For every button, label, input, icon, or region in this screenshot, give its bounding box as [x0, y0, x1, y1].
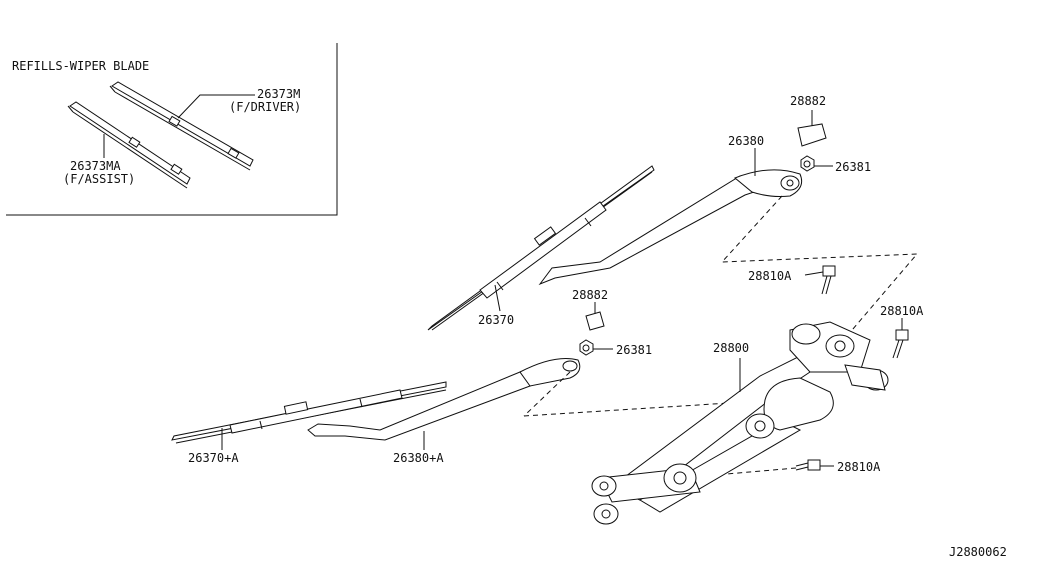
wiper-blade-26370A — [171, 381, 447, 444]
refill-driver — [109, 81, 254, 171]
cap-28882-top — [797, 123, 827, 147]
label-28810A-1: 28810A — [748, 269, 792, 283]
dash-pivot-assist-b — [523, 401, 746, 417]
label-26373MA: 26373MA — [70, 159, 121, 173]
label-28882-top: 28882 — [790, 94, 826, 108]
wiper-motor-linkage-28800 — [591, 321, 889, 525]
leader-26370 — [494, 284, 501, 312]
label-26370A: 26370+A — [188, 451, 239, 465]
nut-26381-top — [800, 155, 815, 172]
leader-26373M — [177, 94, 255, 119]
inset-title: REFILLS-WIPER BLADE — [12, 59, 149, 73]
label-28800: 28800 — [713, 341, 749, 355]
inset-frame — [6, 43, 338, 216]
bolt-28810A-1 — [821, 265, 836, 295]
wiper-arm-26380 — [538, 169, 803, 286]
label-f-assist: (F/ASSIST) — [63, 172, 135, 186]
label-26373M: 26373M — [257, 87, 300, 101]
label-28882-mid: 28882 — [572, 288, 608, 302]
dash-bolt-3 — [679, 467, 797, 479]
label-26380A: 26380+A — [393, 451, 444, 465]
cap-28882-mid — [585, 311, 605, 331]
leader-28810A-1 — [804, 271, 824, 276]
label-26380: 26380 — [728, 134, 764, 148]
label-f-driver: (F/DRIVER) — [229, 100, 301, 114]
refill-assist — [67, 101, 191, 189]
refills-inset: REFILLS-WIPER BLADE 26373M (F/DRIVER) 26… — [6, 43, 338, 216]
label-28810A-3: 28810A — [837, 460, 881, 474]
bolt-28810A-2 — [892, 329, 909, 359]
nut-26381-mid — [579, 339, 594, 356]
label-26370: 26370 — [478, 313, 514, 327]
diagram-id: J2880062 — [949, 545, 1007, 559]
wiper-blade-26370 — [427, 165, 655, 331]
bolt-28810A-3 — [795, 459, 821, 471]
label-26381-top: 26381 — [835, 160, 871, 174]
label-26381-mid: 26381 — [616, 343, 652, 357]
label-28810A-2: 28810A — [880, 304, 924, 318]
dash-pivot-assist-a — [523, 371, 571, 417]
wiper-arm-26380A — [307, 358, 581, 441]
